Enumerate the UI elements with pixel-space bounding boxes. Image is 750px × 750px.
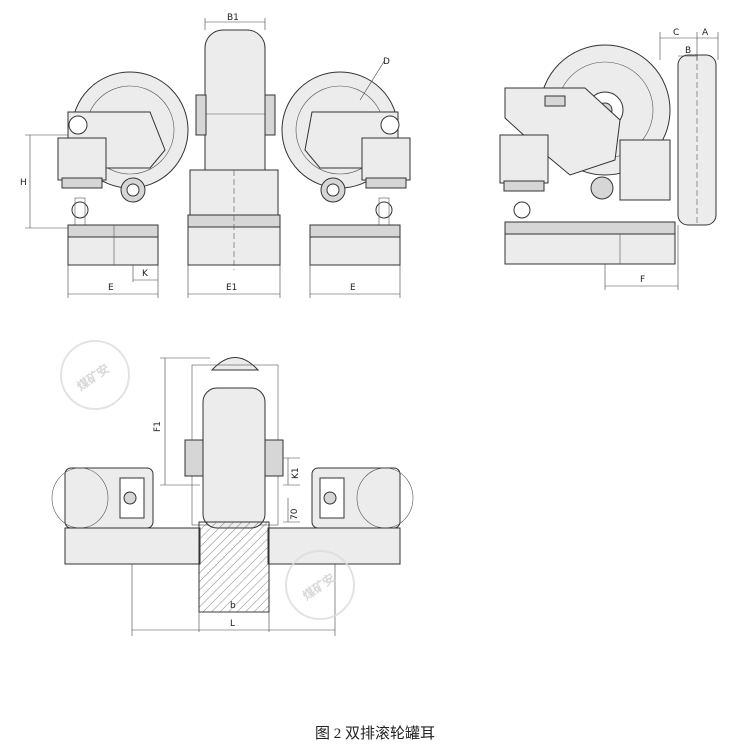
dim-b: b bbox=[230, 601, 236, 611]
side-swing-arm bbox=[504, 87, 621, 176]
dim-K1: K1 bbox=[291, 467, 301, 479]
figure-caption: 图 2 双排滚轮罐耳 bbox=[314, 726, 435, 742]
dim-L: L bbox=[230, 619, 235, 629]
top-center-wheel bbox=[202, 387, 266, 529]
dim-F: F bbox=[640, 275, 645, 285]
svg-text:煤矿安: 煤矿安 bbox=[74, 361, 112, 394]
dim-70: 70 bbox=[290, 508, 300, 520]
dim-D: D bbox=[383, 57, 390, 67]
side-base-plate bbox=[504, 221, 676, 235]
dim-C: C bbox=[673, 28, 679, 38]
right-base-plate bbox=[309, 224, 401, 238]
dim-F1: F1 bbox=[153, 421, 163, 432]
left-base-plate bbox=[67, 224, 159, 238]
dim-B1: B1 bbox=[227, 13, 239, 23]
side-view: C A B F bbox=[499, 28, 719, 290]
dim-E1: E1 bbox=[226, 283, 237, 293]
dim-H: H bbox=[20, 178, 27, 188]
left-spring-housing bbox=[57, 137, 107, 181]
dim-A: A bbox=[702, 28, 709, 38]
dim-K: K bbox=[142, 269, 149, 279]
right-spring-housing bbox=[361, 137, 411, 181]
top-right-base bbox=[267, 527, 401, 565]
guide-rail-section bbox=[198, 521, 270, 613]
dim-E-right: E bbox=[350, 283, 356, 293]
top-left-base bbox=[64, 527, 201, 565]
svg-text:煤矿安: 煤矿安 bbox=[300, 570, 338, 603]
side-spring-housing bbox=[499, 134, 549, 184]
front-view: B1 D H K E E1 E bbox=[20, 13, 411, 298]
dim-E-left: E bbox=[108, 283, 114, 293]
top-view: F1 K1 70 b L bbox=[51, 357, 414, 636]
dim-B: B bbox=[685, 46, 691, 56]
